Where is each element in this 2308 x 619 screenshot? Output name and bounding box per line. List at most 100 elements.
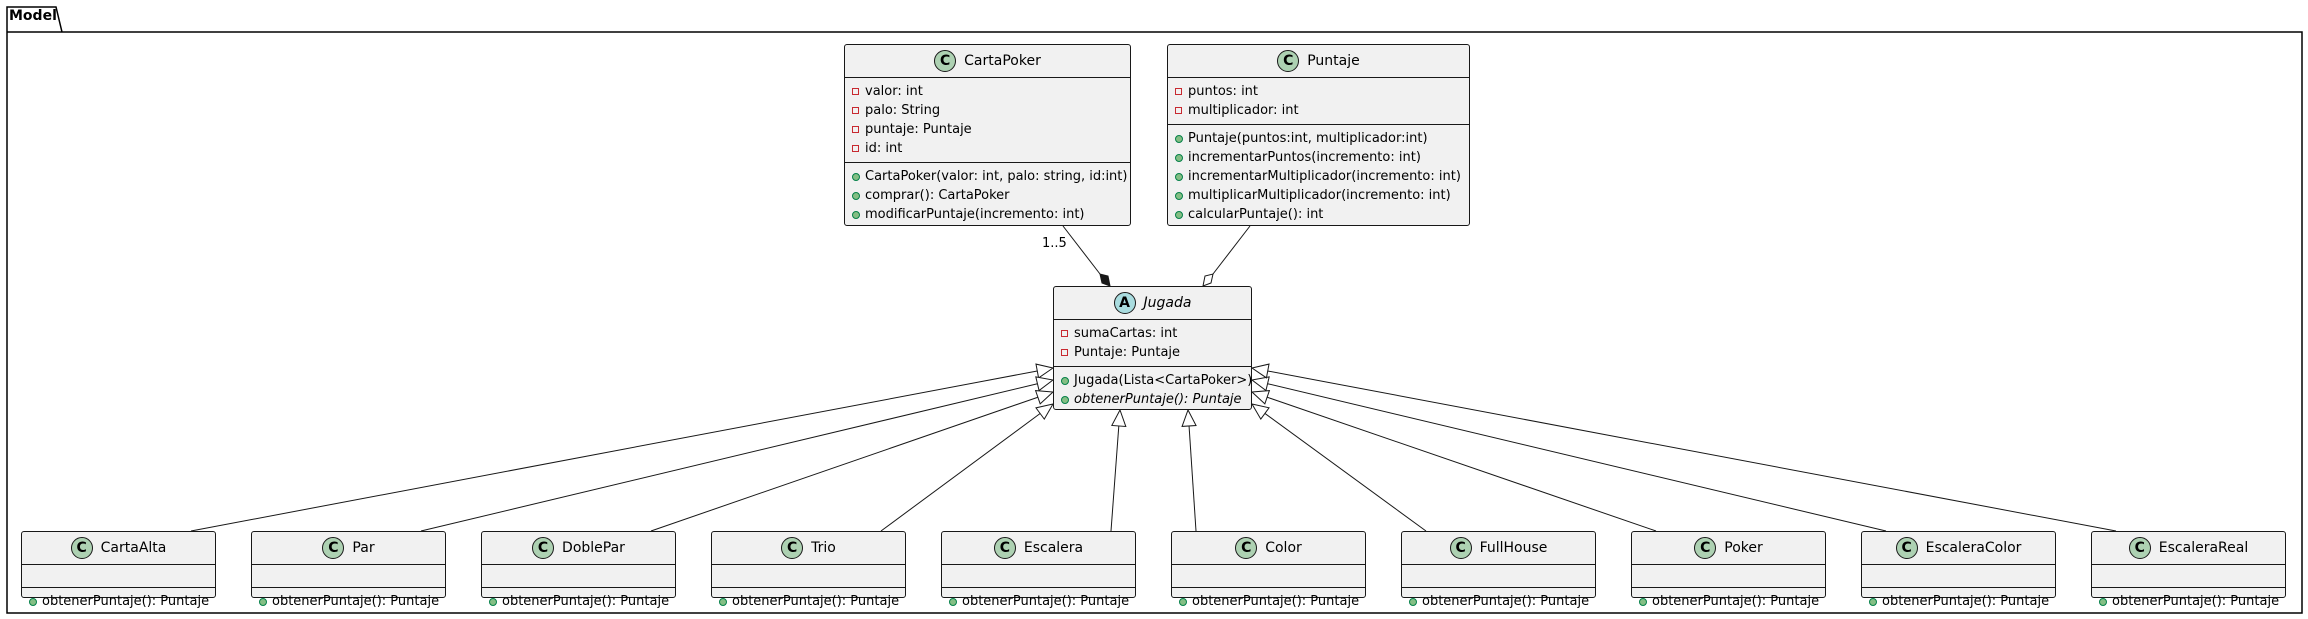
method-row: obtenerPuntaje(): Puntaje bbox=[718, 592, 905, 611]
attributes-section bbox=[482, 564, 675, 587]
methods-section: CartaPoker(valor: int, palo: string, id:… bbox=[845, 162, 1130, 228]
inheritance-lines bbox=[190, 363, 2117, 532]
public-icon bbox=[258, 598, 267, 606]
public-icon bbox=[851, 173, 860, 181]
method-row: calcularPuntaje(): int bbox=[1174, 205, 1469, 224]
class-cartapoker[interactable]: C CartaPoker valor: int palo: String pun… bbox=[844, 44, 1131, 226]
class-header: C CartaPoker bbox=[845, 45, 1130, 77]
attributes-section: valor: int palo: String puntaje: Puntaje… bbox=[845, 77, 1130, 162]
class-name: DoblePar bbox=[562, 540, 625, 556]
class-header: C FullHouse bbox=[1402, 532, 1595, 564]
inheritance-line bbox=[1188, 425, 1197, 532]
attributes-section bbox=[1632, 564, 1825, 587]
aggregation-diamond bbox=[1202, 273, 1214, 287]
inheritance-arrowhead bbox=[1035, 376, 1055, 392]
attributes-section bbox=[22, 564, 215, 587]
class-stereotype-icon: C bbox=[1895, 537, 1918, 559]
inheritance-line bbox=[650, 396, 1039, 532]
class-stereotype-icon: C bbox=[1694, 537, 1717, 559]
inheritance-line bbox=[1264, 413, 1427, 532]
inheritance-arrowhead bbox=[1250, 390, 1271, 405]
method-row: multiplicarMultiplicador(incremento: int… bbox=[1174, 186, 1469, 205]
composition-line bbox=[1062, 225, 1101, 275]
inheritance-arrowhead bbox=[1250, 403, 1270, 420]
method-row: Jugada(Lista<CartaPoker>) bbox=[1060, 371, 1252, 390]
public-icon bbox=[948, 598, 957, 606]
composition-multiplicity: 1..5 bbox=[1042, 236, 1067, 251]
class-stereotype-icon: C bbox=[2128, 537, 2151, 559]
class-trio[interactable]: C Trio obtenerPuntaje(): Puntaje bbox=[711, 531, 906, 609]
methods-section: obtenerPuntaje(): Puntaje bbox=[1402, 587, 1595, 615]
methods-section: Jugada(Lista<CartaPoker>) obtenerPuntaje… bbox=[1054, 366, 1252, 413]
attributes-section bbox=[942, 564, 1135, 587]
methods-section: obtenerPuntaje(): Puntaje bbox=[712, 587, 905, 615]
private-icon bbox=[851, 126, 860, 133]
method-row: obtenerPuntaje(): Puntaje bbox=[1178, 592, 1365, 611]
method-row: obtenerPuntaje(): Puntaje bbox=[2098, 592, 2285, 611]
class-jugada[interactable]: A Jugada sumaCartas: int Puntaje: Puntaj… bbox=[1053, 286, 1252, 410]
private-icon bbox=[851, 107, 860, 114]
inheritance-arrowhead bbox=[1250, 376, 1270, 392]
inheritance-arrowhead bbox=[1111, 408, 1127, 428]
method-row: obtenerPuntaje(): Puntaje bbox=[1868, 592, 2055, 611]
class-stereotype-icon: C bbox=[70, 537, 93, 559]
class-stereotype-icon: C bbox=[532, 537, 555, 559]
class-cartaalta[interactable]: C CartaAlta obtenerPuntaje(): Puntaje bbox=[21, 531, 216, 609]
class-name: CartaAlta bbox=[100, 540, 167, 556]
class-name: EscaleraColor bbox=[1925, 540, 2022, 556]
inheritance-line bbox=[1267, 383, 1887, 532]
attribute-row: multiplicador: int bbox=[1174, 101, 1469, 120]
class-puntaje[interactable]: C Puntaje puntos: int multiplicador: int… bbox=[1167, 44, 1470, 226]
method-row: obtenerPuntaje(): Puntaje bbox=[28, 592, 215, 611]
class-stereotype-icon: C bbox=[781, 537, 804, 559]
class-stereotype-icon: C bbox=[322, 537, 345, 559]
attribute-row: puntaje: Puntaje bbox=[851, 120, 1130, 139]
method-row: incrementarPuntos(incremento: int) bbox=[1174, 148, 1469, 167]
attributes-section bbox=[2092, 564, 2285, 587]
public-icon bbox=[488, 598, 497, 606]
private-icon bbox=[1060, 349, 1069, 356]
class-name: FullHouse bbox=[1479, 540, 1548, 556]
inheritance-arrowhead bbox=[1035, 403, 1055, 421]
class-stereotype-icon: C bbox=[1277, 50, 1300, 72]
class-header: A Jugada bbox=[1054, 287, 1251, 319]
attribute-row: puntos: int bbox=[1174, 82, 1469, 101]
package-name: Model bbox=[9, 8, 57, 24]
method-row: obtenerPuntaje(): Puntaje bbox=[488, 592, 675, 611]
attribute-row: valor: int bbox=[851, 82, 1130, 101]
methods-section: obtenerPuntaje(): Puntaje bbox=[482, 587, 675, 615]
public-icon bbox=[1408, 598, 1417, 606]
method-row: obtenerPuntaje(): Puntaje bbox=[258, 592, 445, 611]
public-icon bbox=[1638, 598, 1647, 606]
inheritance-arrowhead bbox=[1181, 408, 1197, 427]
private-icon bbox=[1060, 330, 1069, 337]
class-name: CartaPoker bbox=[964, 53, 1041, 69]
inheritance-line bbox=[420, 383, 1038, 532]
attribute-row: sumaCartas: int bbox=[1060, 324, 1251, 343]
class-name: Trio bbox=[811, 540, 836, 556]
public-icon bbox=[1868, 598, 1877, 606]
inheritance-arrowhead bbox=[1250, 363, 1270, 379]
class-escaleracolor[interactable]: C EscaleraColor obtenerPuntaje(): Puntaje bbox=[1861, 531, 2056, 609]
class-header: C EscaleraColor bbox=[1862, 532, 2055, 564]
public-icon bbox=[1174, 154, 1183, 162]
class-stereotype-icon: C bbox=[1235, 537, 1258, 559]
public-icon bbox=[28, 598, 37, 606]
attributes-section bbox=[252, 564, 445, 587]
attribute-row: palo: String bbox=[851, 101, 1130, 120]
class-header: C DoblePar bbox=[482, 532, 675, 564]
class-doblepar[interactable]: C DoblePar obtenerPuntaje(): Puntaje bbox=[481, 531, 676, 609]
class-header: C Trio bbox=[712, 532, 905, 564]
inheritance-arrowhead bbox=[1034, 390, 1055, 405]
public-icon bbox=[1174, 192, 1183, 200]
class-stereotype-icon: C bbox=[1449, 537, 1472, 559]
public-icon bbox=[851, 211, 860, 219]
